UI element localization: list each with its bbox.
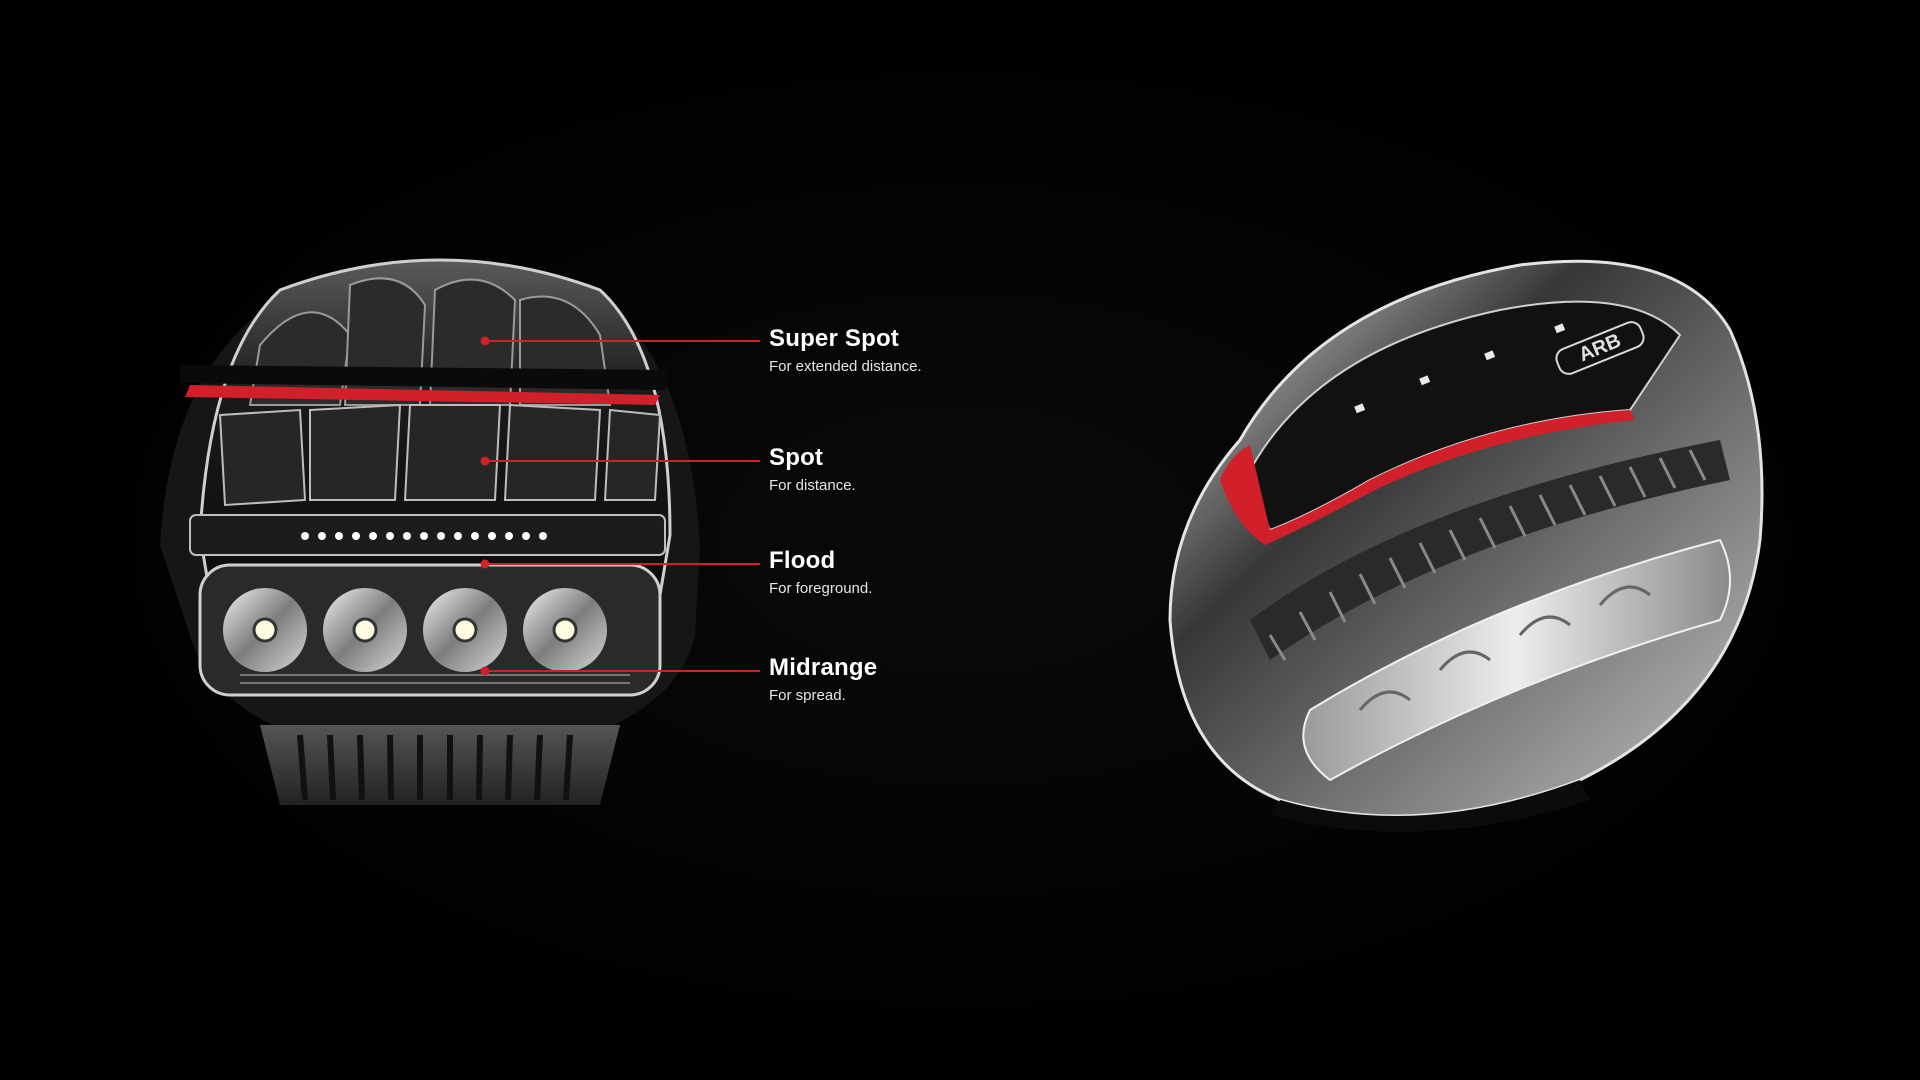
lower-reflector-row <box>1302 538 1731 782</box>
heatsink-comb <box>1250 440 1730 661</box>
callout-midrange: Midrange For spread. <box>769 654 877 706</box>
callout-title: Spot <box>769 444 824 471</box>
callout-spot: Spot For distance. <box>769 444 856 496</box>
callout-title: Midrange <box>769 654 878 681</box>
callout-flood: Flood For foreground. <box>769 547 872 599</box>
callout-description: For foreground. <box>769 580 873 597</box>
driving-light-front-view <box>160 258 700 805</box>
red-accent-stripe <box>1220 410 1635 545</box>
red-accent-bar <box>185 385 660 405</box>
heatsink-fins <box>260 725 620 805</box>
midrange-reflectors <box>198 563 662 697</box>
callout-description: For distance. <box>769 477 856 494</box>
callout-title: Super Spot <box>769 325 900 352</box>
driving-light-angled-view: ARB <box>1168 259 1764 832</box>
callout-super-spot: Super Spot For extended distance. <box>769 325 922 377</box>
spot-reflectors <box>218 403 662 507</box>
callout-description: For extended distance. <box>769 358 922 375</box>
callout-description: For spread. <box>769 687 846 704</box>
flood-led-strip <box>189 514 666 556</box>
callout-title: Flood <box>769 547 836 574</box>
